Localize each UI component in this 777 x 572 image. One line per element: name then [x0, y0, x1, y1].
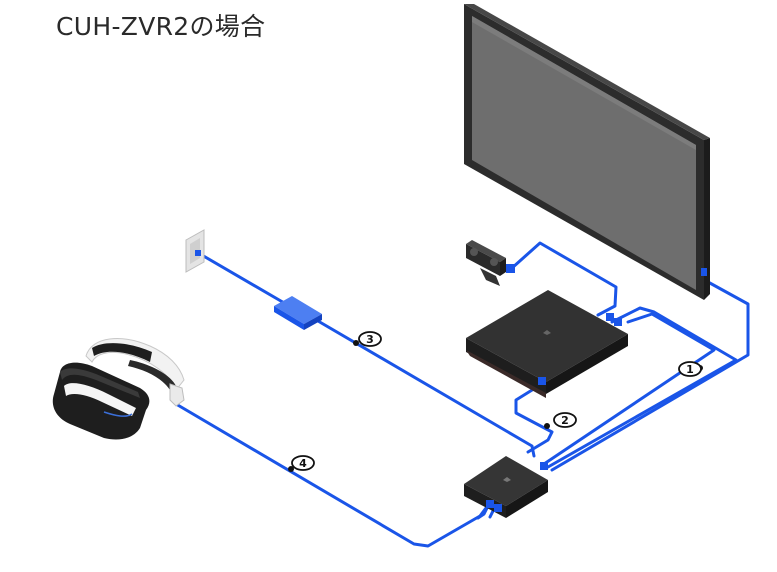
cable-3-power — [198, 252, 536, 458]
cable-label-2-text: 2 — [561, 414, 569, 427]
cable-label-3-text: 3 — [366, 333, 374, 346]
cable-label-1-text: 1 — [686, 363, 694, 376]
cables — [172, 241, 750, 548]
cable-1-console-to-processor — [546, 306, 738, 469]
cable-4-headset — [172, 386, 488, 548]
cable-label-1: 1 — [678, 361, 703, 377]
processor-unit-icon — [464, 456, 548, 518]
page-title: CUH-ZVR2の場合 — [56, 12, 266, 41]
cable-label-4: 4 — [288, 455, 315, 472]
vr-headset-icon — [52, 338, 185, 440]
ac-adapter-icon — [274, 296, 322, 330]
cable-camera-to-console — [510, 241, 618, 317]
cable-console-link — [542, 312, 716, 466]
tv-icon — [464, 4, 710, 300]
cable-label-3: 3 — [353, 331, 382, 347]
cable-label-2: 2 — [544, 412, 577, 429]
wall-outlet-icon — [185, 229, 205, 273]
camera-icon — [466, 240, 515, 286]
cable-2-console-to-processor — [514, 380, 554, 454]
cable-label-4-text: 4 — [299, 457, 307, 470]
ps4-console-icon — [466, 290, 628, 398]
